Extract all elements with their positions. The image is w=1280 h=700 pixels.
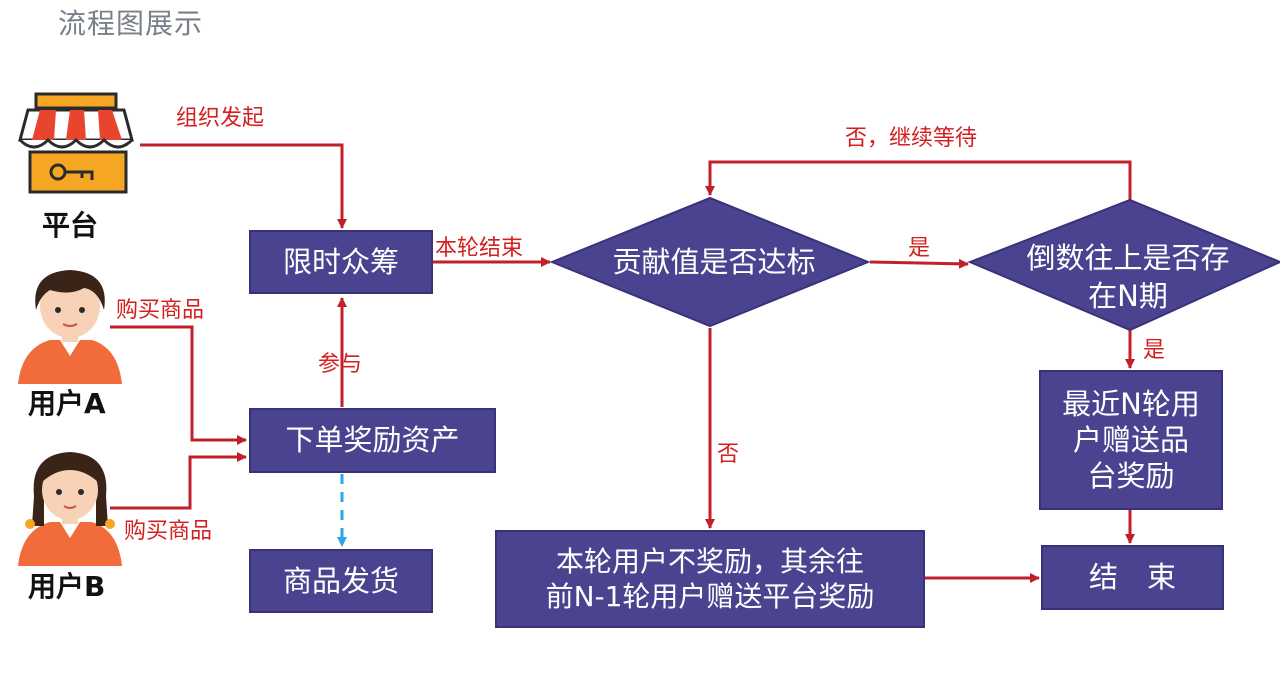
node-end: 结 束 [1041, 545, 1224, 610]
edge-label-yes-1: 是 [908, 236, 931, 261]
edge-organize [140, 143, 347, 229]
node-order-reward: 下单奖励资产 [249, 408, 496, 473]
edge-label-no-wait: 否，继续等待 [845, 126, 978, 151]
node-ship-goods-label: 商品发货 [282, 563, 399, 598]
edge-no-wait [705, 160, 1132, 200]
decision-contribution-label: 贡献值是否达标 [612, 245, 815, 279]
actor-label-platform: 平台 [42, 209, 99, 242]
page-title: 流程图展示 [58, 7, 204, 40]
actor-label-user-a: 用户A [28, 387, 106, 420]
node-no-reward-line1: 本轮用户不奖励，其余往 [555, 545, 864, 578]
decision-reverse-check [967, 198, 1280, 332]
node-recent-reward-line1: 最近N轮用 [1062, 386, 1200, 421]
node-recent-reward: 最近N轮用 户赠送品 台奖励 [1039, 370, 1223, 510]
node-no-reward-line2: 前N-1轮用户赠送平台奖励 [545, 580, 875, 613]
node-end-label: 结 束 [1088, 560, 1176, 595]
node-recent-reward-line2: 户赠送品 [1072, 422, 1189, 457]
edge-buy-b [110, 452, 247, 510]
edge-label-round-end: 本轮结束 [435, 236, 524, 261]
node-no-reward: 本轮用户不奖励，其余往 前N-1轮用户赠送平台奖励 [495, 530, 925, 628]
decision-reverse-label-line1: 倒数往上是否存 [1026, 241, 1229, 275]
actor-label-user-b: 用户B [28, 570, 106, 603]
edge-label-participate: 参与 [318, 352, 363, 377]
node-crowdfunding-label: 限时众筹 [282, 244, 399, 279]
edge-label-no-1: 否 [717, 442, 740, 467]
edge-yes-1 [869, 258, 969, 269]
edge-label-organize: 组织发起 [176, 106, 265, 131]
edge-label-buy-b: 购买商品 [124, 519, 213, 544]
node-recent-reward-line3: 台奖励 [1087, 459, 1175, 494]
shop-icon [18, 92, 134, 194]
node-ship-goods: 商品发货 [249, 549, 433, 613]
node-order-reward-label: 下单奖励资产 [285, 423, 460, 458]
edge-label-yes-2: 是 [1143, 338, 1166, 363]
edge-buy-a [110, 325, 247, 445]
decision-contribution-check [549, 196, 871, 328]
edge-label-buy-a: 购买商品 [116, 298, 205, 323]
node-crowdfunding: 限时众筹 [249, 230, 433, 294]
user-a-avatar-icon [18, 270, 122, 384]
decision-reverse-label-line2: 在N期 [1088, 279, 1168, 313]
user-b-avatar-icon [18, 452, 122, 566]
